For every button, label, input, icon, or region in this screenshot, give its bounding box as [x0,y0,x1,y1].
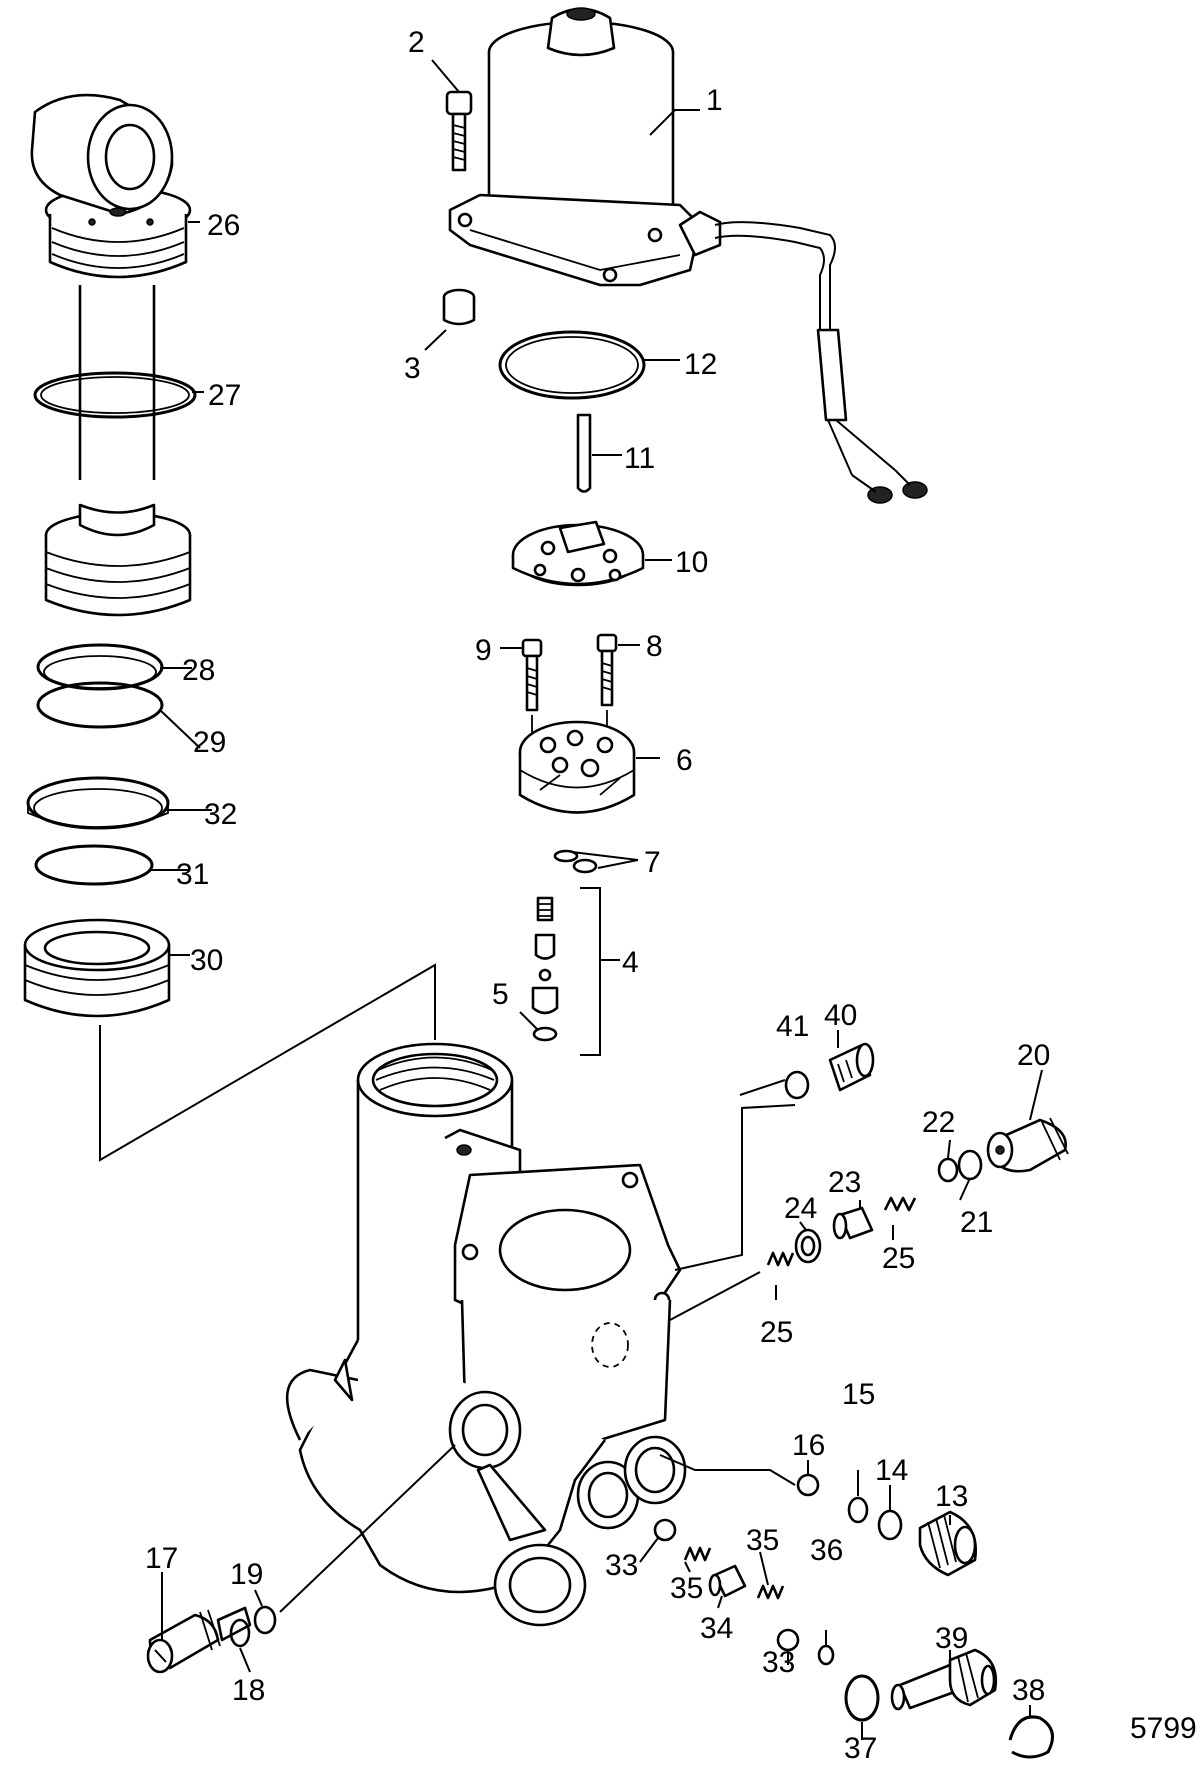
part-35-spring-a [683,1546,712,1562]
callout-37: 37 [844,1732,877,1765]
part-23-spool [832,1206,874,1240]
valve-parts [146,1042,1069,1759]
callout-19: 19 [230,1558,263,1591]
callout-34: 34 [700,1612,733,1645]
callout-36: 36 [810,1534,843,1567]
callout-3: 3 [404,352,421,385]
part-40-plug [828,1042,875,1092]
part-13-valve [918,1510,978,1577]
leader-lines [150,59,1043,1740]
callout-13: 13 [935,1480,968,1513]
trim-ram-assembly [23,93,436,1162]
pump-motor-assembly [442,7,928,1056]
part-14-o-ring [877,1509,903,1541]
part-36-o-ring [817,1644,835,1666]
part-29-ring [36,681,164,729]
part-8-screw [596,633,618,738]
callout-16: 16 [792,1429,825,1462]
part-34-shuttle [708,1564,747,1598]
callout-1: 1 [706,84,723,117]
callout-28: 28 [182,654,215,687]
callout-12: 12 [684,348,717,381]
callout-39: 39 [935,1622,968,1655]
callout-40: 40 [824,999,857,1032]
callout-4: 4 [622,946,639,979]
part-18-o-ring [229,1618,251,1648]
callout-25-upper: 25 [882,1242,915,1275]
part-25-spring-lower [766,1251,795,1267]
part-26-ram-eye [30,93,192,279]
part-21-o-ring [957,1149,983,1181]
callout-21: 21 [960,1206,993,1239]
callout-labels: 1 2 3 4 5 6 7 8 9 10 11 12 13 14 15 16 1… [145,26,1197,1765]
part-2-bolt [445,90,473,172]
part-24-seat [794,1228,822,1264]
callout-9: 9 [475,634,492,667]
part-10-valve-plate [511,520,645,587]
callout-6: 6 [676,744,693,777]
part-19-o-ring [253,1605,277,1635]
callout-18: 18 [232,1674,265,1707]
part-11-pin [576,413,592,493]
manifold-housing [285,1042,687,1627]
part-7-o-ring-b [572,858,598,874]
ram-piston [44,503,192,617]
part-27-o-ring [33,371,197,419]
part-22-o-ring [937,1157,959,1183]
part-37-o-ring [844,1674,880,1722]
callout-5: 5 [492,978,509,1011]
callout-33-upper: 33 [605,1549,638,1582]
callout-17: 17 [145,1542,178,1575]
callout-25-lower: 25 [760,1316,793,1349]
callout-38: 38 [1012,1674,1045,1707]
callout-30: 30 [190,944,223,977]
ram-shaft [78,285,156,480]
part-33-washer-upper [653,1518,677,1542]
part-35-spring-b [756,1584,785,1600]
part-15-o-ring [847,1496,869,1524]
part-38-retaining-ring [1008,1715,1054,1759]
callout-26: 26 [207,209,240,242]
callout-33-lower: 33 [762,1646,795,1679]
part-20-valve [986,1117,1069,1173]
part-7-o-ring-a [553,849,579,863]
part-3-bushing [442,288,476,326]
part-31-o-ring [34,844,154,886]
callout-29: 29 [193,726,226,759]
callout-35-left: 35 [670,1572,703,1605]
part-12-o-ring [498,330,646,400]
callout-15: 15 [842,1378,875,1411]
callout-2: 2 [408,26,425,59]
callout-10: 10 [675,546,708,579]
callout-20: 20 [1017,1039,1050,1072]
callout-41: 41 [776,1010,809,1043]
part-41-o-ring [784,1070,810,1100]
callout-24: 24 [784,1192,817,1225]
callout-27: 27 [208,379,241,412]
part-9-screw [521,638,543,738]
callout-7: 7 [644,846,661,879]
callout-23: 23 [828,1166,861,1199]
part-6-pump [518,720,636,814]
part-39-manual-release-valve [890,1648,998,1711]
part-1-motor [448,7,928,504]
callout-35-right: 35 [746,1524,779,1557]
part-30-cap [23,918,171,1018]
callout-14: 14 [875,1454,908,1487]
callout-8: 8 [646,630,663,663]
callout-11: 11 [624,442,655,475]
part-16-washer [796,1473,820,1497]
callout-31: 31 [176,858,209,891]
part-25-spring-upper [883,1196,917,1212]
reference-number: 5799 [1130,1712,1197,1745]
callout-32: 32 [204,798,237,831]
part-17-valve [146,1606,252,1674]
callout-22: 22 [922,1106,955,1139]
part-4-check-valve [531,887,601,1056]
